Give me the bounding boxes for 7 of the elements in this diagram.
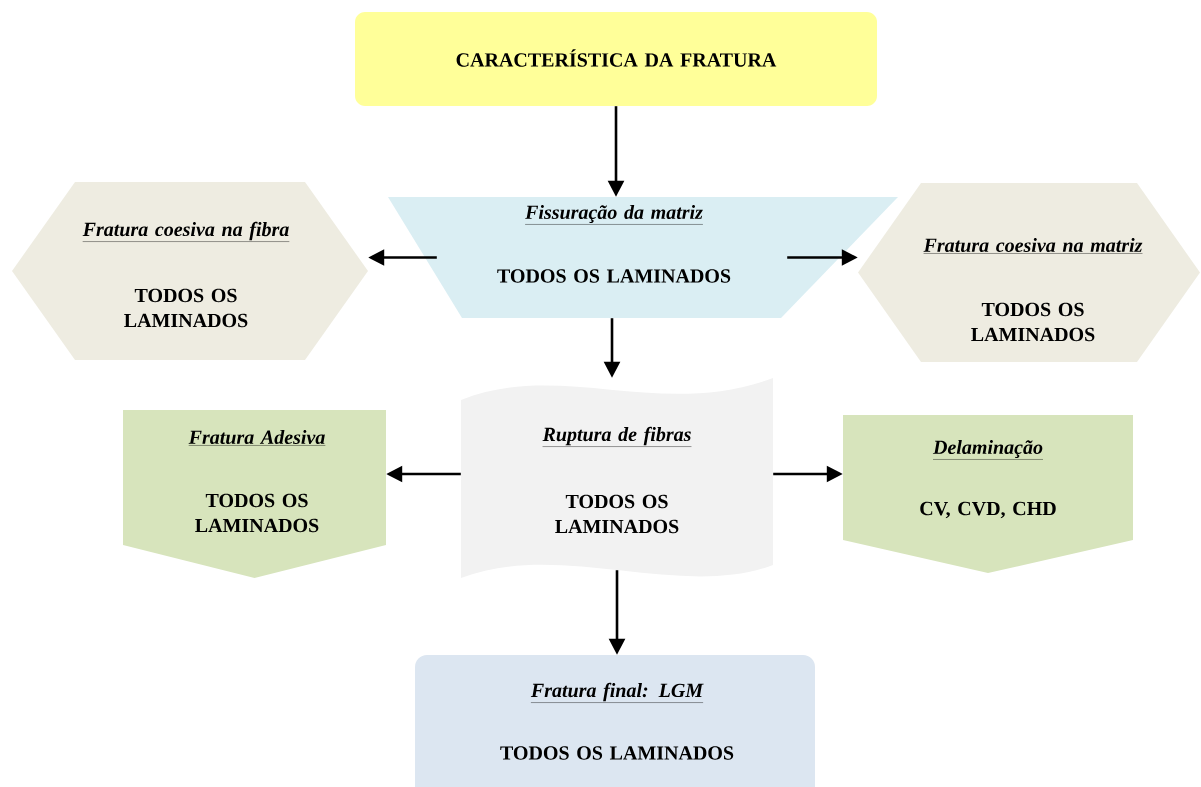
hexagon-box: Fratura coesiva na matriz TODOS OS LAMINADOS <box>858 183 1200 362</box>
rounded-box: Fratura final: LGM TODOS OS LAMINADOS <box>415 655 815 787</box>
trapezoid-box: Fissuração da matriz TODOS OS LAMINADOS <box>388 197 898 318</box>
hexagon-box: Fratura coesiva na fibra TODOS OS LAMINADOS <box>12 182 368 360</box>
pentagon-box: Delaminação CV, CVD, CHD <box>843 415 1133 573</box>
title-box: CARACTERÍSTICA DA FRATURA <box>355 12 877 106</box>
pentagon-box: Fratura Adesiva TODOS OS LAMINADOS <box>123 410 386 578</box>
